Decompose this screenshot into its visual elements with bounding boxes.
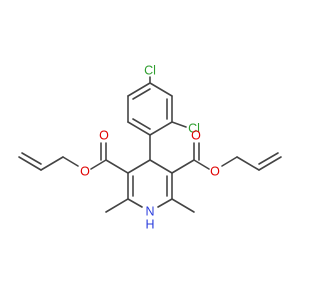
bond — [149, 82, 173, 97]
bond — [236, 156, 260, 171]
molecule-diagram: Cl Cl O O O O N H — [18, 63, 282, 231]
hydrogen-atom-label: H — [145, 217, 154, 231]
nitrogen-atom-label: N — [145, 204, 154, 218]
bond — [258, 156, 282, 171]
methyl-bond-right — [171, 198, 195, 213]
bond — [105, 159, 129, 174]
bond — [149, 159, 173, 174]
bond — [127, 159, 151, 174]
oxygen-atom-label: O — [80, 164, 90, 178]
bond — [157, 198, 173, 208]
bond-inner — [132, 88, 151, 100]
bond-inner — [132, 118, 151, 130]
bond — [18, 156, 42, 171]
bond — [171, 159, 195, 174]
bond — [127, 121, 151, 136]
bond — [127, 82, 151, 97]
oxygen-atom-label: O — [191, 128, 201, 142]
bond — [171, 121, 187, 128]
dihydropyridine-ring — [105, 134, 195, 213]
structure-svg: Cl Cl O O O O N H — [18, 63, 282, 231]
oxygen-atom-label: O — [99, 128, 109, 142]
oxygen-atom-label: O — [210, 164, 220, 178]
bond — [149, 121, 173, 136]
bond — [90, 159, 107, 170]
bond — [127, 198, 143, 208]
right-allyl-ester — [171, 142, 282, 174]
bond — [193, 159, 210, 170]
bond-inner — [21, 152, 42, 165]
bond — [40, 156, 64, 171]
chlorine-atom-label: Cl — [188, 121, 200, 135]
chlorine-atom-label: Cl — [144, 63, 156, 77]
left-allyl-ester — [18, 142, 129, 174]
dichlorophenyl-ring — [127, 76, 187, 136]
bond — [221, 156, 238, 167]
bond-inner — [258, 152, 279, 165]
methyl-bond-left — [105, 198, 129, 213]
bond — [62, 156, 79, 167]
